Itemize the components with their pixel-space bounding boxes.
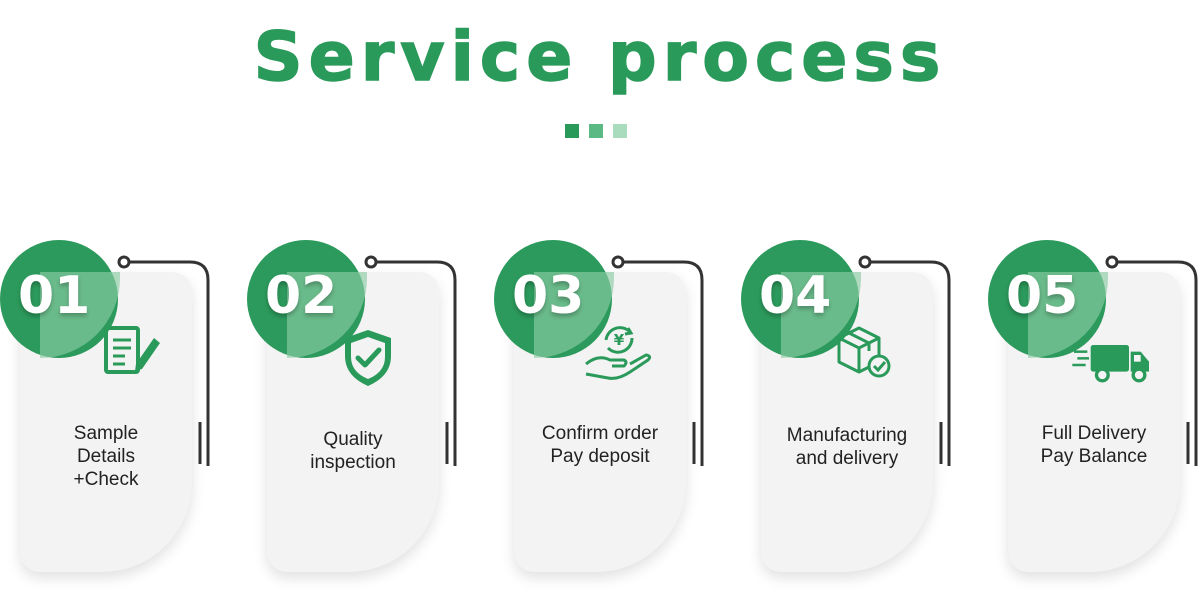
box-check-icon: [831, 324, 901, 384]
decoration-square: [613, 124, 627, 138]
step-number: 04: [759, 266, 832, 326]
svg-text:¥: ¥: [614, 331, 625, 349]
step-label: Manufacturing and delivery: [786, 425, 908, 469]
step-number: 03: [512, 266, 585, 326]
delivery-truck-icon: [1064, 340, 1164, 400]
document-pen-icon: [98, 324, 168, 384]
step-number: 05: [1006, 266, 1079, 326]
step-number: 01: [18, 266, 91, 326]
decoration-square: [565, 124, 579, 138]
decoration-square: [589, 124, 603, 138]
shield-check-icon: [333, 328, 403, 388]
process-step-1: 01 Sample Details +Check: [0, 236, 220, 586]
step-label: Full Delivery Pay Balance: [1040, 423, 1148, 467]
process-step-5: 05 Full Delivery Pay Balance: [988, 236, 1200, 586]
process-step-2: 02 Quality inspection: [247, 236, 467, 586]
step-number: 02: [265, 266, 338, 326]
step-label: Quality inspection: [310, 429, 396, 473]
title-decoration: [565, 124, 627, 138]
yen-hand-icon: ¥: [584, 320, 654, 380]
step-label: Sample Details +Check: [73, 423, 139, 490]
step-label: Confirm order Pay deposit: [541, 423, 659, 467]
process-step-4: 04 Manufacturing and delivery: [741, 236, 961, 586]
page-title: Service process: [253, 17, 947, 98]
process-step-3: 03 ¥ Confirm order Pay deposit: [494, 236, 714, 586]
